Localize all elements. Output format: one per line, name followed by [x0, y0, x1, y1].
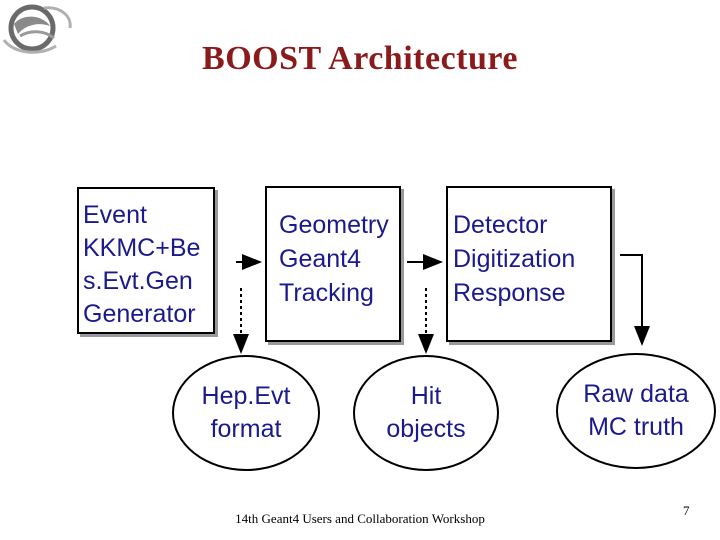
footer-text: 14th Geant4 Users and Collaboration Work… — [235, 511, 485, 526]
hepevt-line: format — [210, 415, 282, 443]
hit-line: objects — [386, 415, 466, 443]
institute-logo-icon — [2, 4, 72, 54]
geometry-line: Geometry — [279, 211, 389, 239]
detector-line: Response — [453, 279, 566, 307]
raw-line: Raw data — [583, 380, 689, 408]
detector-line: Detector — [453, 211, 548, 239]
hit-line: Hit — [410, 382, 442, 410]
event-line: Generator — [83, 300, 196, 328]
event-line: s.Evt.Gen — [83, 267, 193, 295]
raw-data-ellipse: Raw data MC truth — [556, 353, 716, 469]
geometry-box: Geometry Geant4 Tracking — [265, 186, 401, 342]
detector-line: Digitization — [453, 245, 576, 273]
raw-line: MC truth — [588, 413, 684, 441]
hepevt-format-ellipse: Hep.Evt format — [172, 355, 320, 471]
hit-objects-ellipse: Hit objects — [353, 355, 499, 471]
event-line: KKMC+Be — [83, 234, 201, 262]
arrow-detector-to-raw — [620, 254, 650, 346]
geometry-line: Tracking — [279, 279, 374, 307]
geometry-line: Geant4 — [279, 245, 362, 273]
page-title: BOOST Architecture — [202, 40, 518, 77]
event-generator-box: Event KKMC+Be s.Evt.Gen Generator — [77, 187, 215, 334]
event-line: Event — [83, 201, 147, 229]
hepevt-line: Hep.Evt — [201, 382, 291, 410]
page-number: 7 — [683, 503, 690, 518]
detector-box: Detector Digitization Response — [446, 186, 612, 342]
